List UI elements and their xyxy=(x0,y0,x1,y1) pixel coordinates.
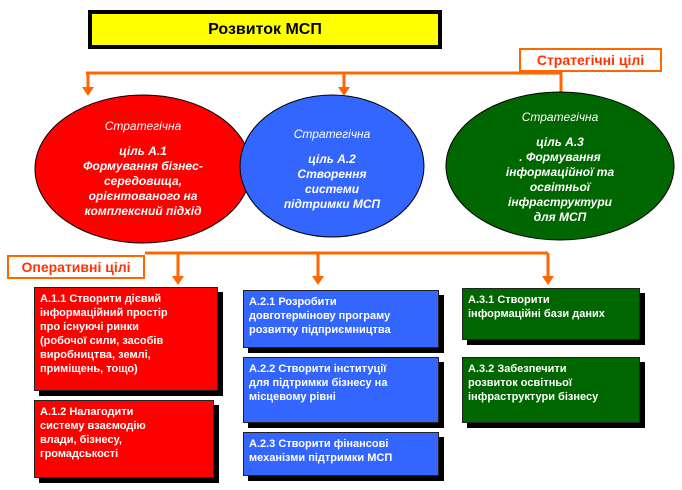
task-a-2-1: А.2.1 Розробити довготермінову програму … xyxy=(243,290,439,348)
task-a-2-3: А.2.3 Створити фінансові механізми підтр… xyxy=(243,432,439,476)
goal-2-line: підтримки МСП xyxy=(283,196,381,211)
goal-3-line: . Формування xyxy=(519,149,601,164)
task-a-3-2: А.3.2 Забезпечити розвиток освітньої інф… xyxy=(462,357,640,423)
goal-1-line: ціль А.1 xyxy=(119,144,167,158)
goal-1-line: комплексний підхід xyxy=(84,204,202,218)
goal-ellipse-3 xyxy=(445,91,675,241)
task-line: про існуючі ринки xyxy=(40,321,139,333)
task-line: (робочої сили, засобів xyxy=(40,335,164,347)
goal-3-text: Стратегічна ціль А.3 . Формування інформ… xyxy=(470,96,650,238)
task-a-1-1: А.1.1 Створити дієвий інформаційний прос… xyxy=(34,287,218,391)
task-line: А.2.3 Створити фінансові xyxy=(249,438,389,450)
goal-3-line: Стратегічна xyxy=(521,109,599,124)
goal-1-line: орієнтованого на xyxy=(88,189,198,203)
task-line: систему взаємодію xyxy=(40,420,146,432)
task-line: інфраструктури бізнесу xyxy=(468,391,599,403)
strategic-goals-label: Стратегічні цілі xyxy=(519,48,662,72)
task-line: довготермінову програму xyxy=(249,310,391,322)
task-line: А.2.2 Створити інституції xyxy=(249,363,387,375)
task-line: А.1.2 Налагодити xyxy=(40,406,134,418)
task-line: інформаційні бази даних xyxy=(468,308,605,320)
task-line: виробництва, землі, xyxy=(40,349,151,361)
goal-1-line: середовища, xyxy=(103,174,183,188)
task-line: А.1.1 Створити дієвий xyxy=(40,293,162,305)
goal-3-line: інформаційної та xyxy=(505,164,615,179)
goal-ellipse-2 xyxy=(239,94,425,238)
task-line: громадськості xyxy=(40,448,119,460)
diagram-title: Розвиток МСП xyxy=(88,10,442,49)
goal-2-line: ціль А.2 xyxy=(308,151,356,166)
task-a-3-1: А.3.1 Створити інформаційні бази даних xyxy=(462,288,640,340)
goal-2-line: Стратегічна xyxy=(293,126,371,141)
goal-2-line: системи xyxy=(304,181,360,196)
goal-2-line: Створення xyxy=(297,166,367,181)
task-line: влади, бізнесу, xyxy=(40,434,122,446)
goal-3-line: інфраструктури xyxy=(507,194,613,209)
task-line: розвитку підприємництва xyxy=(249,324,391,336)
goal-1-text: Стратегічна ціль А.1 Формування бізнес- … xyxy=(50,104,236,234)
task-line: місцевому рівні xyxy=(249,391,336,403)
task-line: для підтримки бізнесу на xyxy=(249,377,388,389)
goal-1-line: Формування бізнес- xyxy=(83,159,203,173)
goal-3-line: для МСП xyxy=(533,209,587,224)
task-line: механізми підтримки МСП xyxy=(249,452,393,464)
goal-3-line: освітньої xyxy=(529,179,591,194)
task-line: А.2.1 Розробити xyxy=(249,296,337,308)
task-line: розвиток освітньої xyxy=(468,377,572,389)
task-line: інформаційний простір xyxy=(40,307,168,319)
task-line: А.3.2 Забезпечити xyxy=(468,363,567,375)
task-line: А.3.1 Створити xyxy=(468,294,550,306)
task-line: приміщень, тощо) xyxy=(40,363,138,375)
goal-1-line: Стратегічна xyxy=(104,119,182,133)
goal-2-text: Стратегічна ціль А.2 Створення системи п… xyxy=(252,114,412,224)
task-a-2-2: А.2.2 Створити інституції для підтримки … xyxy=(243,357,439,423)
goal-3-line: ціль А.3 xyxy=(536,134,584,149)
task-a-1-2: А.1.2 Налагодити систему взаємодію влади… xyxy=(34,400,214,478)
operative-goals-label: Оперативні цілі xyxy=(7,255,145,279)
